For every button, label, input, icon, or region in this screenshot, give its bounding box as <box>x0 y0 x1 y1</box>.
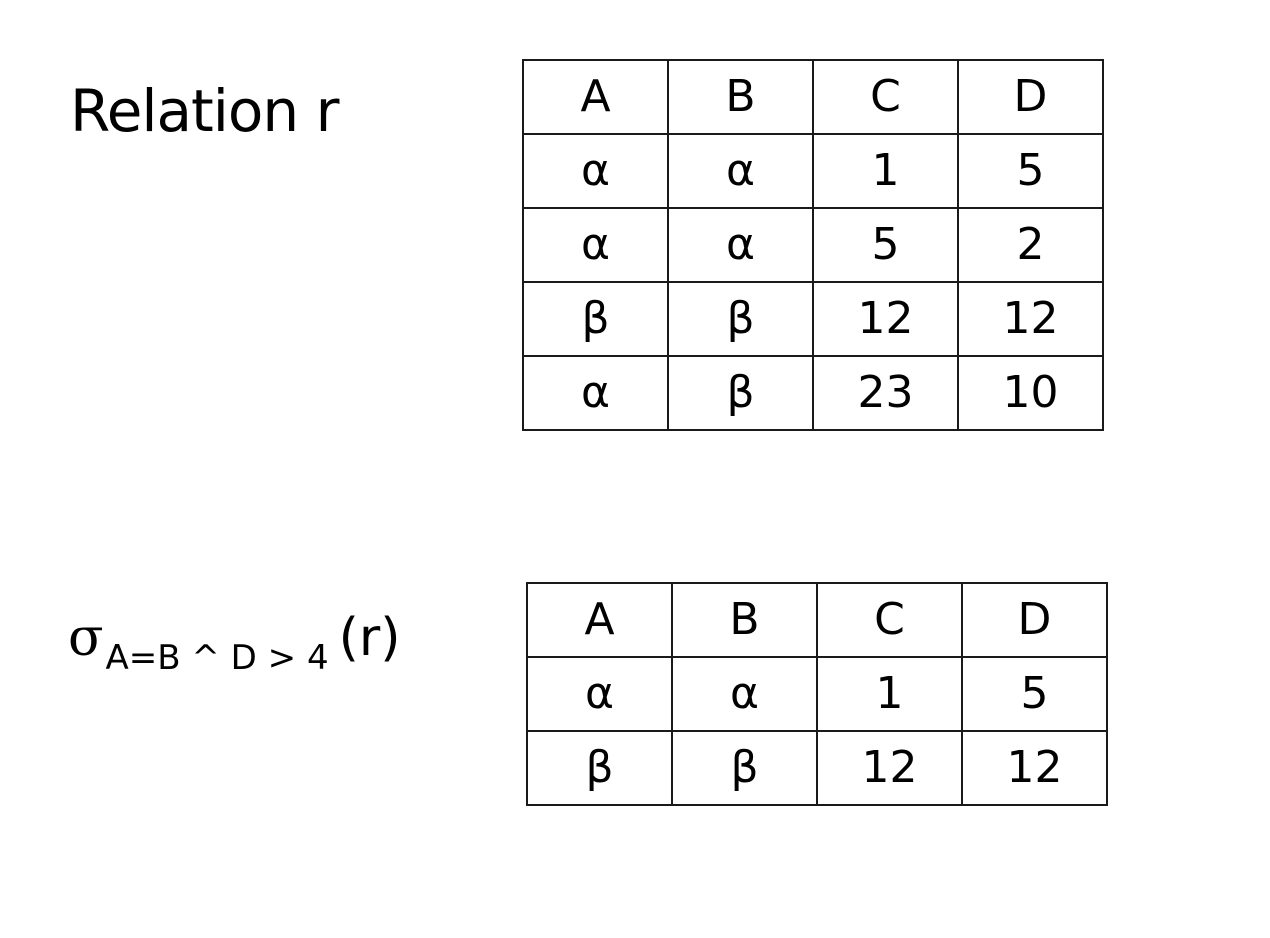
table-cell: α <box>667 207 814 283</box>
table-row: α α 1 5 <box>522 133 1104 209</box>
table-cell: 12 <box>812 281 959 357</box>
selection-predicate: A=B ^ D > 4 <box>105 638 329 678</box>
table-cell: α <box>667 133 814 209</box>
table-row: β β 12 12 <box>526 730 1108 806</box>
selection-result-table: A B C D α α 1 5 β β 12 12 <box>526 582 1108 806</box>
column-header: A <box>522 59 669 135</box>
table-cell: 2 <box>957 207 1104 283</box>
table-cell: β <box>667 355 814 431</box>
column-header: C <box>812 59 959 135</box>
table-cell: α <box>522 207 669 283</box>
table-cell: α <box>671 656 818 732</box>
table-row: α α 1 5 <box>526 656 1108 732</box>
table-row: α β 23 10 <box>522 355 1104 431</box>
table-cell: 5 <box>812 207 959 283</box>
header-row: A B C D <box>522 59 1104 135</box>
sigma-symbol: σ <box>68 608 104 668</box>
table-cell: 12 <box>957 281 1104 357</box>
relation-r-label: Relation r <box>70 77 339 145</box>
table-cell: 5 <box>957 133 1104 209</box>
table-cell: 1 <box>812 133 959 209</box>
selection-argument: (r) <box>338 608 401 668</box>
table-cell: 12 <box>816 730 963 806</box>
column-header: D <box>957 59 1104 135</box>
table-cell: α <box>526 656 673 732</box>
table-row: α α 5 2 <box>522 207 1104 283</box>
table-cell: β <box>526 730 673 806</box>
table-cell: 10 <box>957 355 1104 431</box>
relation-r-table: A B C D α α 1 5 α α 5 2 β β 12 12 α β 23… <box>522 59 1104 431</box>
column-header: B <box>667 59 814 135</box>
table-cell: 1 <box>816 656 963 732</box>
table-cell: 12 <box>961 730 1108 806</box>
table-cell: β <box>522 281 669 357</box>
table-cell: β <box>667 281 814 357</box>
table-cell: α <box>522 133 669 209</box>
column-header: C <box>816 582 963 658</box>
column-header: D <box>961 582 1108 658</box>
table-cell: 5 <box>961 656 1108 732</box>
selection-expression: σA=B ^ D > 4(r) <box>68 612 401 675</box>
column-header: B <box>671 582 818 658</box>
table-row: β β 12 12 <box>522 281 1104 357</box>
table-cell: 23 <box>812 355 959 431</box>
table-cell: β <box>671 730 818 806</box>
table-cell: α <box>522 355 669 431</box>
column-header: A <box>526 582 673 658</box>
header-row: A B C D <box>526 582 1108 658</box>
